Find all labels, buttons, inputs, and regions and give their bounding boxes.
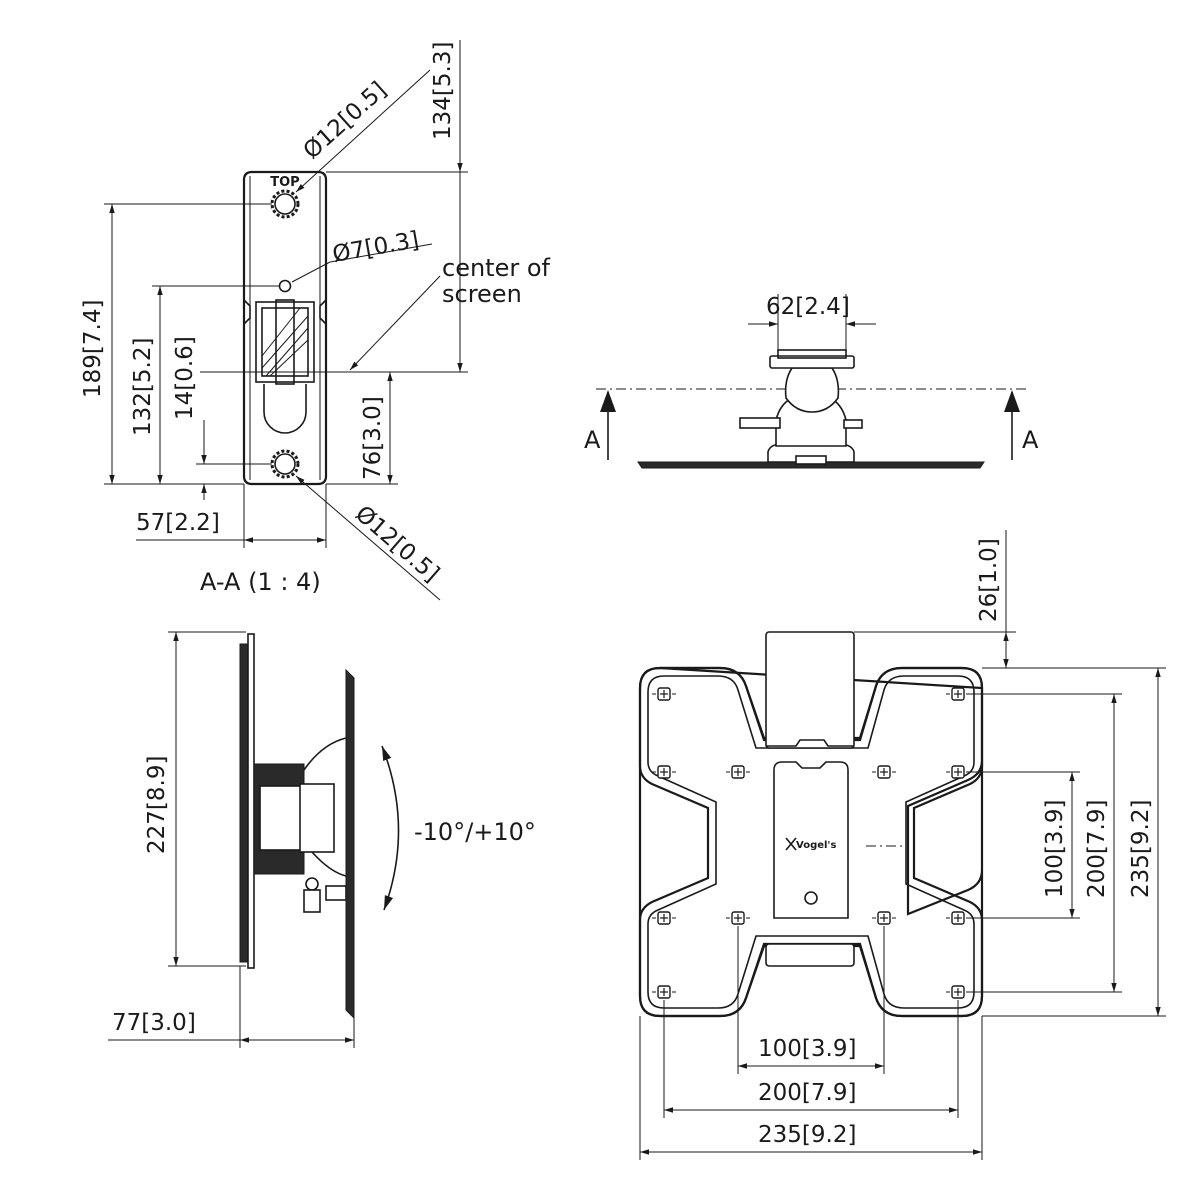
side-tilt-plate — [345, 668, 355, 1020]
dim-14: 14[0.6] — [172, 336, 198, 420]
dim-v200: 200[7.9] — [1084, 800, 1110, 898]
dim-hole-top: Ø12[0.5] — [299, 77, 392, 165]
vesa-hole-icon — [651, 765, 677, 779]
dim-v100: 100[3.9] — [1042, 800, 1068, 898]
side-view: -10°/+10° 227[8.9] 77[3.0] — [108, 631, 536, 1048]
section-mechanism — [255, 301, 315, 383]
dim-77: 77[3.0] — [112, 1010, 196, 1036]
center-note-line2: screen — [442, 280, 522, 308]
dim-62: 62[2.4] — [766, 294, 850, 320]
dim-h100: 100[3.9] — [758, 1036, 856, 1062]
vesa-hole-icon — [651, 985, 677, 999]
section-slot — [263, 384, 307, 434]
dim-hole-mid: Ø7[0.3] — [331, 227, 421, 268]
section-title: A-A (1 : 4) — [200, 568, 321, 596]
dim-189: 189[7.4] — [80, 300, 106, 398]
dim-134: 134[5.3] — [430, 42, 456, 140]
dim-57: 57[2.2] — [136, 510, 220, 536]
section-view: TOP 134[5.3] 189[7.4] 132[5.2] 14[0.6] 7… — [80, 40, 551, 601]
vesa-hole-icon — [725, 765, 751, 779]
tilt-note: -10°/+10° — [414, 818, 536, 846]
center-note-line1: center of — [442, 254, 551, 282]
top-view: A A 62[2.4] — [584, 294, 1039, 469]
tilt-arc — [381, 745, 400, 911]
top-mark: TOP — [270, 175, 299, 190]
section-marker-right: A — [1022, 426, 1039, 454]
brand-logo: Vogel's — [796, 840, 836, 851]
gear-hole-top-icon — [270, 189, 300, 219]
vesa-hole-icon — [651, 911, 677, 925]
dim-hole-bottom: Ø12[0.5] — [350, 501, 444, 587]
dim-h200: 200[7.9] — [758, 1080, 856, 1106]
side-plate — [239, 643, 249, 963]
dim-h235: 235[9.2] — [758, 1122, 856, 1148]
vesa-hole-icon — [871, 911, 897, 925]
top-view-plate — [637, 461, 985, 469]
dim-v235: 235[9.2] — [1128, 800, 1154, 898]
front-center-bracket — [773, 761, 849, 919]
vesa-hole-icon — [871, 765, 897, 779]
dim-227: 227[8.9] — [144, 756, 170, 854]
dim-76: 76[3.0] — [360, 396, 386, 480]
small-hole-icon — [278, 279, 292, 293]
gear-hole-bottom-icon — [270, 449, 300, 479]
section-marker-left: A — [584, 426, 601, 454]
dim-132: 132[5.2] — [130, 338, 156, 436]
vesa-hole-icon — [725, 911, 751, 925]
section-plate — [242, 170, 328, 486]
front-top-box — [765, 631, 855, 749]
front-view: Vogel's 26[1.0] 100[3.9] 200[7.9] — [638, 530, 1166, 1160]
vesa-hole-icon — [651, 687, 677, 701]
dim-26: 26[1.0] — [976, 538, 1002, 622]
